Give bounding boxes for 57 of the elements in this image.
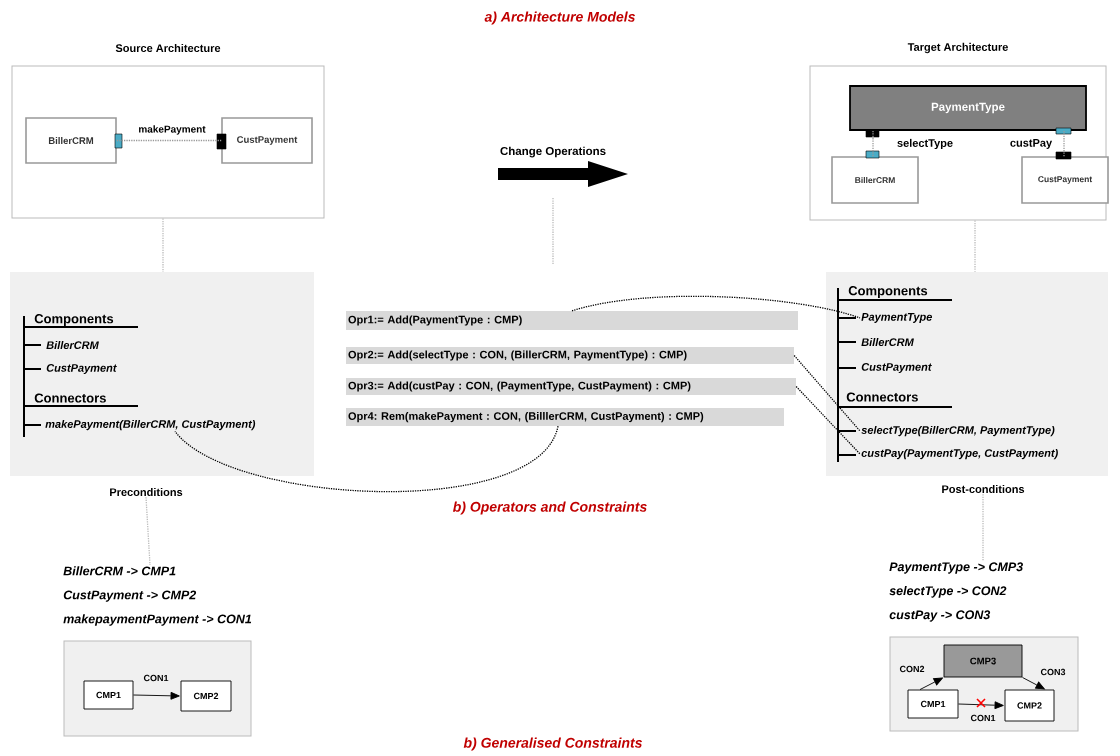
connector: [919, 677, 943, 690]
connector: [174, 425, 559, 493]
connector: [974, 219, 976, 273]
list-item: CustPayment: [861, 363, 932, 373]
component-box: CMP3: [943, 644, 1023, 678]
component-box: PaymentType: [849, 85, 1087, 131]
connector: [872, 130, 874, 157]
panel-caption: Post-conditions: [942, 484, 1025, 494]
list-heading: Components: [848, 286, 928, 298]
connector: [116, 139, 222, 142]
connector: [571, 295, 861, 319]
operator-bar: Opr3:= Add(custPay : CON, (PaymentType, CustPayment) : CMP): [346, 378, 796, 395]
component-box: CustPayment: [221, 117, 313, 164]
component-box: CMP1: [83, 680, 134, 710]
connector: [982, 493, 984, 562]
mapping-text: BillerCRM -> CMP1 CustPayment -> CMP2 makepaymentPayment -> CON1: [63, 566, 252, 626]
list-heading: Connectors: [34, 393, 106, 403]
component-box: BillerCRM: [831, 156, 919, 204]
edge-label: custPay: [1008, 138, 1054, 150]
list-item: PaymentType: [861, 313, 932, 323]
list-item: BillerCRM: [46, 340, 99, 350]
operator-bar: Opr1:= Add(PaymentType : CMP): [346, 311, 798, 330]
connector: [1022, 677, 1045, 690]
node-label: Target Architecture: [907, 42, 1008, 54]
connector: [958, 701, 1004, 710]
edge-label: CON1: [142, 673, 170, 683]
component-box: CMP2: [1004, 689, 1055, 722]
connector: [145, 496, 151, 566]
mapping-text: PaymentType -> CMP3 selectType -> CON2 custPay -> CON3: [889, 562, 1023, 622]
component-box: BillerCRM: [25, 117, 117, 164]
list-item: custPay(PaymentType, CustPayment): [861, 448, 1058, 460]
panel-caption: Preconditions: [110, 487, 183, 497]
connector: [795, 385, 861, 455]
edge-label: CON2: [898, 664, 926, 674]
list-heading: Connectors: [846, 392, 918, 402]
connector: [1063, 130, 1065, 157]
list-item: makePayment(BillerCRM, CustPayment): [45, 419, 256, 431]
node-label: Source Architecture: [115, 43, 221, 53]
operator-bar: Opr2:= Add(selectType : CON, (BillerCRM, PaymentType) : CMP): [346, 347, 794, 364]
list-heading: Components: [34, 314, 114, 326]
connector: [133, 691, 180, 700]
edge-label: CON1: [969, 713, 997, 723]
section-title: b) Generalised Constraints: [463, 737, 642, 751]
list-item: selectType(BillerCRM, PaymentType): [861, 425, 1055, 437]
edge-label: CON3: [1039, 667, 1067, 677]
change-label: Change Operations: [500, 146, 606, 158]
section-title: a) Architecture Models: [484, 11, 635, 25]
list-item: CustPayment: [46, 364, 117, 374]
component-box: CMP2: [180, 680, 232, 712]
section-title: b) Operators and Constraints: [453, 501, 647, 515]
connector: [162, 217, 164, 273]
list-item: BillerCRM: [861, 337, 914, 347]
component-box: CustPayment: [1021, 156, 1109, 204]
connector: [793, 354, 861, 432]
operator-bar: Opr4: Rem(makePayment : CON, (BilllerCRM, CustPayment) : CMP): [346, 408, 784, 426]
component-box: CMP1: [907, 689, 959, 719]
edge-label: makePayment: [137, 124, 207, 136]
